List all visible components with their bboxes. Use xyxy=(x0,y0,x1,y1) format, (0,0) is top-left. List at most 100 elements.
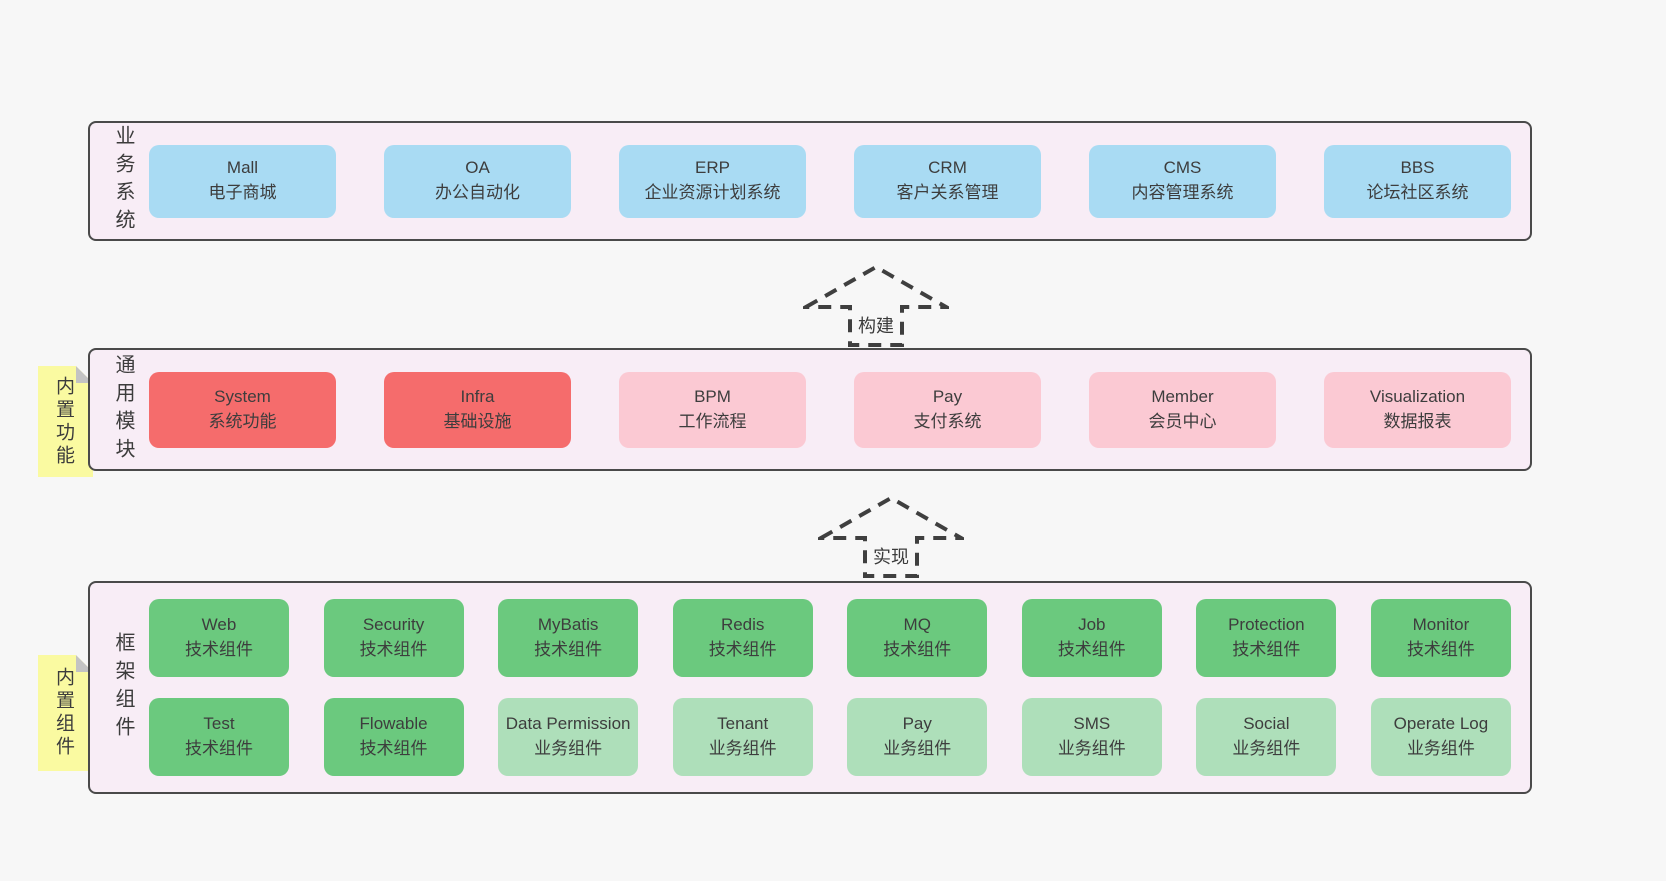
box-job: Job 技术组件 xyxy=(1021,599,1162,677)
business-systems-label-wrap: 业务系统 xyxy=(103,125,143,237)
box-title: Data Permission xyxy=(505,714,631,734)
box-title: Flowable xyxy=(359,714,428,734)
framework-components-label: 框架组件 xyxy=(112,631,134,744)
box-title: CMS xyxy=(1163,158,1202,178)
box-redis: Redis 技术组件 xyxy=(672,599,813,677)
box-subtitle: 技术组件 xyxy=(359,739,428,758)
implement-arrow: 实现 xyxy=(818,494,964,580)
business-systems-section: 业务系统 Mall 电子商城 OA 办公自动化 ERP 企业资源计划系统 CRM… xyxy=(88,121,1532,241)
box-protection: Protection 技术组件 xyxy=(1196,599,1337,677)
box-test: Test 技术组件 xyxy=(149,698,289,776)
box-title: Pay xyxy=(932,386,963,406)
box-subtitle: 业务组件 xyxy=(534,739,603,758)
box-cms: CMS 内容管理系统 xyxy=(1089,144,1276,218)
box-subtitle: 技术组件 xyxy=(1057,640,1126,659)
box-bbs: BBS 论坛社区系统 xyxy=(1324,144,1511,218)
box-subtitle: 业务组件 xyxy=(708,739,777,758)
box-title: ERP xyxy=(695,158,730,178)
box-title: Pay xyxy=(902,714,932,734)
box-title: Infra xyxy=(460,386,495,406)
box-member: Member 会员中心 xyxy=(1089,371,1276,448)
box-operate-log: Operate Log 业务组件 xyxy=(1370,698,1511,776)
box-title: Social xyxy=(1243,714,1290,734)
box-subtitle: 技术组件 xyxy=(359,640,428,659)
common-modules-boxes: System 系统功能 Infra 基础设施 BPM 工作流程 Pay 支付系统… xyxy=(149,371,1511,448)
box-subtitle: 企业资源计划系统 xyxy=(644,183,781,202)
box-title: System xyxy=(214,386,271,406)
box-visualization: Visualization 数据报表 xyxy=(1324,371,1511,448)
box-title: Web xyxy=(201,615,237,635)
implement-arrow-label: 实现 xyxy=(870,543,912,569)
tech-components-row: Web 技术组件 Security 技术组件 MyBatis 技术组件 Redi… xyxy=(149,599,1511,677)
box-title: SMS xyxy=(1073,714,1111,734)
box-title: CRM xyxy=(928,158,967,178)
box-mybatis: MyBatis 技术组件 xyxy=(498,599,639,677)
box-subtitle: 会员中心 xyxy=(1148,411,1217,431)
box-web: Web 技术组件 xyxy=(149,599,289,677)
box-erp: ERP 企业资源计划系统 xyxy=(619,144,806,218)
box-infra: Infra 基础设施 xyxy=(384,371,571,448)
box-pay-biz: Pay 业务组件 xyxy=(847,698,988,776)
box-system: System 系统功能 xyxy=(149,371,336,448)
box-title: Visualization xyxy=(1369,386,1466,406)
box-tenant: Tenant 业务组件 xyxy=(672,698,813,776)
box-sms: SMS 业务组件 xyxy=(1021,698,1162,776)
box-subtitle: 技术组件 xyxy=(883,640,952,659)
box-title: Mall xyxy=(226,158,259,178)
biz-components-row: Test 技术组件 Flowable 技术组件 Data Permission … xyxy=(149,698,1511,776)
builtin-features-note-label: 内置功能 xyxy=(53,375,74,468)
framework-components-section: 框架组件 Web 技术组件 Security 技术组件 MyBatis 技术组件… xyxy=(88,581,1532,794)
box-subtitle: 客户关系管理 xyxy=(896,183,999,202)
framework-components-rows: Web 技术组件 Security 技术组件 MyBatis 技术组件 Redi… xyxy=(149,599,1511,776)
common-modules-label: 通用模块 xyxy=(112,353,134,466)
box-subtitle: 技术组件 xyxy=(185,739,253,758)
box-crm: CRM 客户关系管理 xyxy=(854,144,1041,218)
box-title: OA xyxy=(465,158,490,178)
box-bpm: BPM 工作流程 xyxy=(619,371,806,448)
box-title: Security xyxy=(362,615,425,635)
box-subtitle: 基础设施 xyxy=(443,411,512,431)
box-subtitle: 业务组件 xyxy=(1057,739,1126,758)
box-subtitle: 办公自动化 xyxy=(435,183,520,202)
common-modules-section: 通用模块 System 系统功能 Infra 基础设施 BPM 工作流程 Pay… xyxy=(88,348,1532,471)
box-mq: MQ 技术组件 xyxy=(847,599,988,677)
box-title: MQ xyxy=(903,615,931,635)
business-systems-label: 业务系统 xyxy=(112,125,134,237)
builtin-features-note: 内置功能 xyxy=(38,366,93,477)
box-subtitle: 技术组件 xyxy=(185,640,253,659)
builtin-components-note: 内置组件 xyxy=(38,655,93,771)
box-mall: Mall 电子商城 xyxy=(149,144,336,218)
box-subtitle: 技术组件 xyxy=(1232,640,1301,659)
box-subtitle: 数据报表 xyxy=(1383,411,1452,431)
box-title: Tenant xyxy=(717,714,769,734)
box-title: BBS xyxy=(1400,158,1435,178)
build-arrow-label: 构建 xyxy=(855,312,897,338)
box-monitor: Monitor 技术组件 xyxy=(1370,599,1511,677)
box-subtitle: 支付系统 xyxy=(913,411,982,431)
box-subtitle: 电子商城 xyxy=(208,183,277,202)
box-subtitle: 技术组件 xyxy=(708,640,777,659)
box-subtitle: 技术组件 xyxy=(534,640,603,659)
box-subtitle: 内容管理系统 xyxy=(1131,183,1234,202)
up-arrow-icon xyxy=(803,264,949,347)
box-title: BPM xyxy=(694,386,731,406)
up-arrow-icon xyxy=(818,495,964,578)
box-title: Member xyxy=(1151,386,1214,406)
box-flowable: Flowable 技术组件 xyxy=(323,698,464,776)
box-data-permission: Data Permission 业务组件 xyxy=(498,698,639,776)
box-title: Redis xyxy=(720,615,765,635)
box-subtitle: 系统功能 xyxy=(208,411,277,431)
box-social: Social 业务组件 xyxy=(1196,698,1337,776)
build-arrow: 构建 xyxy=(803,263,949,349)
box-security: Security 技术组件 xyxy=(323,599,464,677)
box-subtitle: 业务组件 xyxy=(1406,739,1475,758)
box-subtitle: 论坛社区系统 xyxy=(1366,183,1469,202)
framework-components-label-wrap: 框架组件 xyxy=(103,632,143,744)
builtin-components-note-label: 内置组件 xyxy=(53,667,74,759)
box-title: Test xyxy=(203,714,235,734)
box-title: MyBatis xyxy=(537,615,599,635)
business-systems-boxes: Mall 电子商城 OA 办公自动化 ERP 企业资源计划系统 CRM 客户关系… xyxy=(149,144,1511,218)
box-pay: Pay 支付系统 xyxy=(854,371,1041,448)
box-title: Protection xyxy=(1228,615,1305,635)
box-title: Job xyxy=(1078,615,1106,635)
